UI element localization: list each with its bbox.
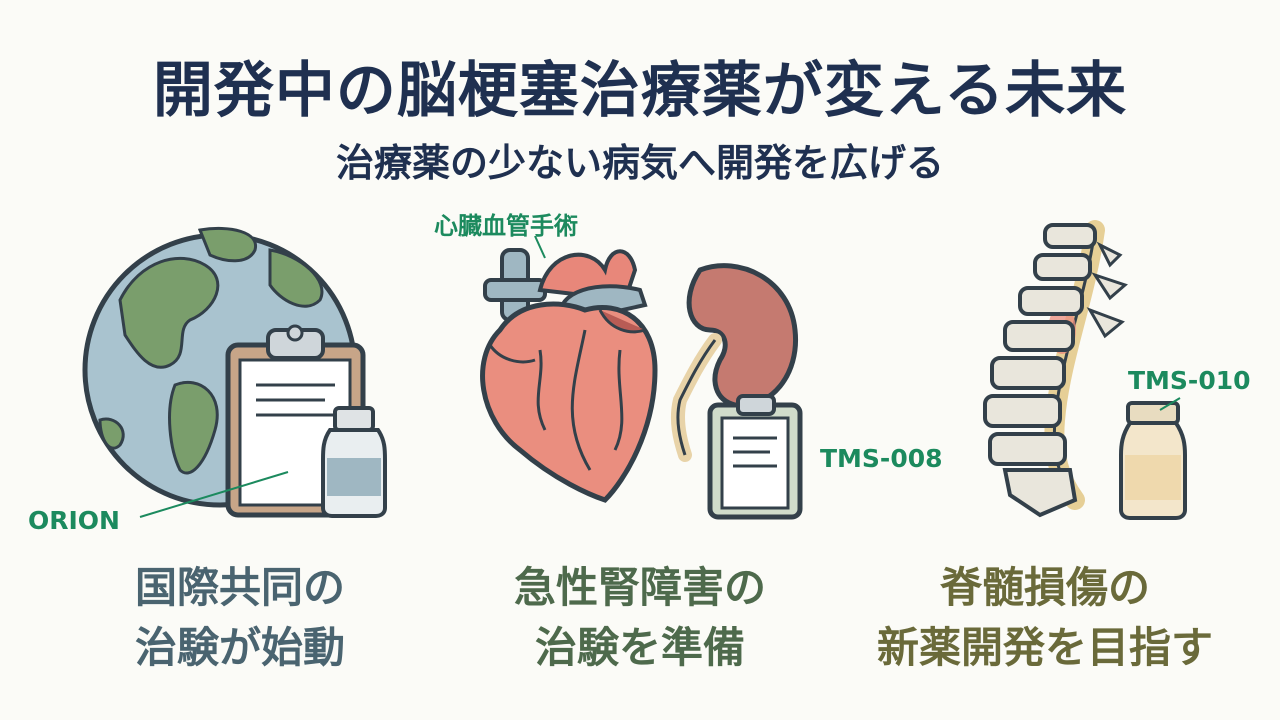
tag-tms-010: TMS-010 xyxy=(1128,366,1251,395)
vial-icon xyxy=(321,406,387,518)
caption-panel-2: 急性腎障害の 治験を準備 xyxy=(460,558,820,678)
caption-line: 脊髄損傷の xyxy=(939,563,1150,612)
surgery-leader-line xyxy=(534,235,546,259)
tag-orion: ORION xyxy=(28,506,120,535)
clipboard-icon xyxy=(707,394,803,520)
caption-line: 国際共同の xyxy=(134,563,345,612)
page-title: 開発中の脳梗塞治療薬が変える未来 xyxy=(152,56,1128,126)
tms010-leader-line xyxy=(1159,397,1181,411)
caption-line: 新薬開発を目指す xyxy=(876,623,1213,672)
page-subtitle: 治療薬の少ない病気へ開発を広げる xyxy=(335,141,944,185)
caption-panel-3: 脊髄損傷の 新薬開発を目指す xyxy=(830,558,1260,678)
caption-panel-1: 国際共同の 治験が始動 xyxy=(60,558,420,678)
caption-line: 治験を準備 xyxy=(534,623,745,672)
globe-icon xyxy=(82,226,358,508)
tag-tms-008: TMS-008 xyxy=(820,444,943,473)
orion-leader-line xyxy=(139,471,289,518)
caption-line: 治験が始動 xyxy=(134,623,345,672)
caption-line: 急性腎障害の xyxy=(513,563,766,612)
spine-icon xyxy=(983,220,1128,518)
vial-icon xyxy=(1119,401,1187,520)
heart-icon xyxy=(480,248,658,503)
tag-cardiac-surgery: 心臓血管手術 xyxy=(434,212,578,240)
